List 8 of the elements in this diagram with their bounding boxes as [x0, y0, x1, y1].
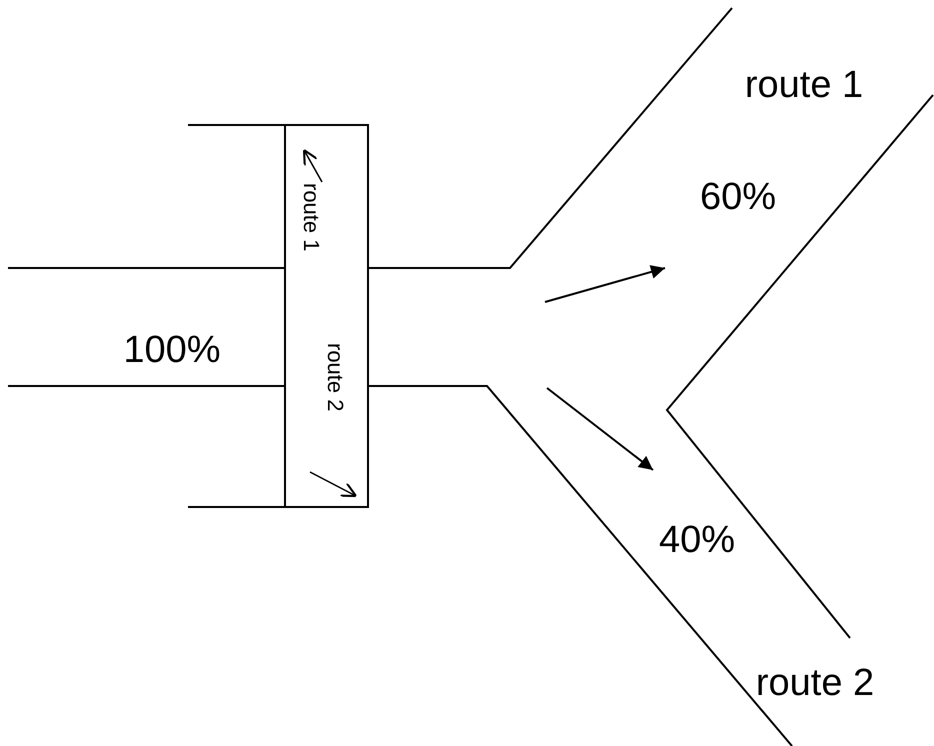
route-label: 100% [123, 331, 221, 369]
route-label: 60% [700, 178, 776, 216]
route-label: 40% [658, 521, 736, 559]
sign-box [284, 124, 369, 508]
sign-label: route 2 [324, 343, 346, 412]
sign-label: route 1 [300, 183, 322, 252]
route-label: route 1 [744, 66, 864, 104]
route-label: route 2 [756, 664, 874, 702]
